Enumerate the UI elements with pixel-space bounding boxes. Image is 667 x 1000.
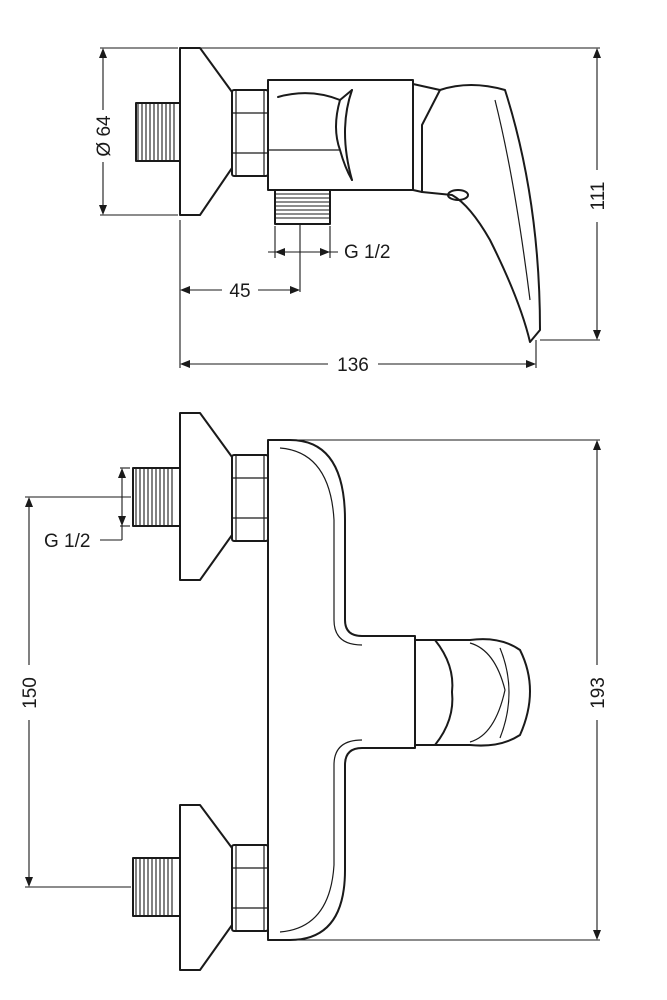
lower-hex-nut [231, 844, 269, 932]
upper-inlet-thread [132, 467, 181, 527]
lower-flange [179, 804, 233, 971]
upper-hex-nut [231, 454, 269, 542]
inlet-thread [135, 102, 181, 162]
dim-diameter-label: Ø 64 [94, 115, 115, 157]
dim-height-side-label: 111 [588, 182, 609, 211]
dim-height-front: 193 [290, 439, 609, 941]
lever-handle [412, 83, 541, 343]
dim-thread-side: G 1/2 [268, 224, 390, 292]
upper-flange [179, 412, 233, 581]
handle-knob-front [414, 638, 531, 747]
outlet-thread [274, 189, 331, 225]
dim-diameter: Ø 64 [88, 47, 178, 216]
dim-thread-front-label: G 1/2 [44, 531, 90, 552]
side-view: Ø 64 G 1/2 45 136 [88, 47, 609, 376]
dim-height-side: 111 [200, 47, 609, 341]
dim-thread-side-label: G 1/2 [344, 242, 390, 263]
dim-thread-front: G 1/2 [44, 467, 130, 552]
dim-centers: 150 [20, 496, 131, 888]
dim-offset: 45 [179, 220, 300, 368]
dim-length-label: 136 [337, 355, 369, 376]
dim-height-front-label: 193 [588, 677, 609, 709]
dim-length: 136 [180, 340, 537, 376]
dim-offset-label: 45 [229, 281, 250, 302]
wall-flange [179, 47, 233, 216]
lower-inlet-thread [132, 857, 181, 917]
mixer-body-front [267, 439, 416, 941]
mixer-body [267, 79, 414, 191]
dim-centers-label: 150 [20, 677, 41, 709]
hex-nut [231, 89, 269, 177]
front-view: G 1/2 150 193 [20, 412, 609, 971]
